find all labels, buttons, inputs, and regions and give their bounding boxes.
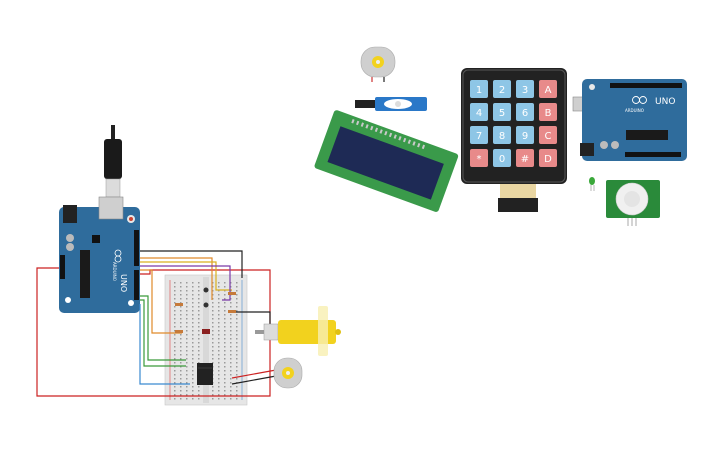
keypad-key-label: # xyxy=(521,154,529,165)
dc-motor-icon[interactable] xyxy=(360,46,396,82)
keypad-key-label: A xyxy=(545,85,552,96)
keypad-key[interactable] xyxy=(516,80,534,98)
wire-blue xyxy=(139,304,190,385)
motor-driver-chip-icon xyxy=(197,363,213,385)
keypad-key-label: D xyxy=(544,154,552,165)
svg-text:UNO: UNO xyxy=(119,274,128,292)
keypad-key[interactable] xyxy=(539,103,557,121)
keypad-key[interactable] xyxy=(470,126,488,144)
wire-purple xyxy=(140,265,231,301)
keypad-key[interactable] xyxy=(516,149,534,167)
keypad-key[interactable] xyxy=(470,80,488,98)
keypad-key[interactable] xyxy=(493,126,511,144)
breadboard-parts[interactable] xyxy=(175,287,236,386)
wire-orange-2 xyxy=(140,269,182,334)
servo-icon[interactable] xyxy=(355,97,427,111)
keypad-key[interactable] xyxy=(539,80,557,98)
arduino-uno-icon[interactable]: UNO ARDUINO xyxy=(572,79,687,161)
svg-text:ARDUINO: ARDUINO xyxy=(112,262,117,281)
keypad-key-label: 6 xyxy=(522,108,528,119)
keypad-key-label: 7 xyxy=(476,131,482,142)
arduino-brand-text: ARDUINO xyxy=(625,108,644,113)
lcd-16x2-icon[interactable] xyxy=(314,109,459,212)
dc-motor-icon[interactable] xyxy=(273,357,303,389)
keypad-key[interactable] xyxy=(539,126,557,144)
wire-black xyxy=(140,250,243,278)
keypad-key[interactable] xyxy=(539,149,557,167)
keypad-4x4-icon[interactable]: 1 2 3 A 4 5 6 B 7 8 9 C * 0 # D xyxy=(461,68,567,212)
arduino-uno-icon[interactable]: UNO ARDUINO xyxy=(59,196,140,313)
keypad-key[interactable] xyxy=(470,103,488,121)
keypad-key-label: 4 xyxy=(476,108,482,119)
wire-yellow xyxy=(140,261,232,291)
wire-green-2 xyxy=(140,295,186,361)
usb-cable-icon[interactable] xyxy=(104,125,122,198)
keypad-key-label: * xyxy=(477,154,482,165)
keypad-key-label: 9 xyxy=(522,131,528,142)
wire-green xyxy=(140,299,186,367)
keypad-key[interactable] xyxy=(516,126,534,144)
pir-sensor-icon[interactable] xyxy=(606,180,660,226)
keypad-key[interactable] xyxy=(516,103,534,121)
keypad-key[interactable] xyxy=(470,149,488,167)
keypad-key-label: 3 xyxy=(522,85,528,96)
keypad-key-label: C xyxy=(545,131,552,142)
wire-motor-red xyxy=(231,369,277,379)
keypad-key-label: 0 xyxy=(499,154,505,165)
keypad-key-label: B xyxy=(545,108,552,119)
keypad-key[interactable] xyxy=(493,80,511,98)
keypad-key-label: 5 xyxy=(499,108,505,119)
keypad-key-label: 1 xyxy=(476,85,482,96)
keypad-key-label: 2 xyxy=(499,85,505,96)
keypad-key[interactable] xyxy=(493,103,511,121)
wire-motor-black-2 xyxy=(231,375,277,385)
dc-gear-motor-icon[interactable] xyxy=(255,306,341,356)
uno-logo-text: UNO xyxy=(655,97,675,107)
wire-orange xyxy=(140,257,213,300)
keypad-key-label: 8 xyxy=(499,131,505,142)
keypad-key[interactable] xyxy=(493,149,511,167)
led-icon[interactable] xyxy=(589,177,595,191)
